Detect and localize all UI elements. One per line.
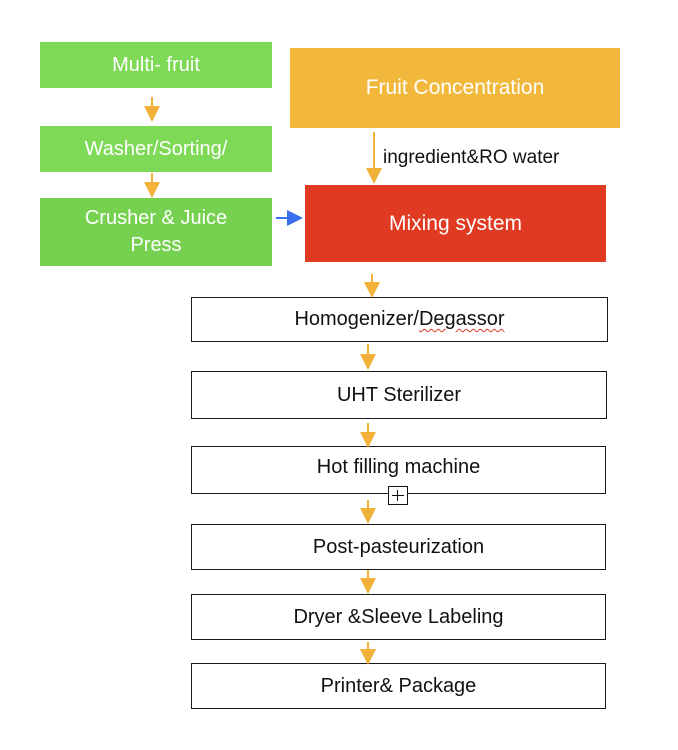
node-crusher-label-line2: Press xyxy=(130,234,182,256)
homogenizer-text: Homogenizer/ xyxy=(294,308,419,330)
node-multi-fruit: Multi- fruit xyxy=(40,42,272,88)
node-mixing-system: Mixing system xyxy=(305,185,606,262)
edge-label-ingredient-ro-water: ingredient&RO water xyxy=(383,147,560,168)
node-dryer-sleeve-labeling: Dryer &Sleeve Labeling xyxy=(191,594,606,640)
node-crusher-label-line1: Crusher & Juice xyxy=(84,207,228,229)
node-fruit-concentration: Fruit Concentration xyxy=(290,48,620,128)
node-hot-filling-label: Hot filling machine xyxy=(316,456,481,478)
node-post-pasteurization: Post-pasteurization xyxy=(191,524,606,570)
node-uht-sterilizer-label: UHT Sterilizer xyxy=(336,383,462,406)
node-washer-sorting: Washer/Sorting/ xyxy=(40,126,272,172)
connector-handle-plus-icon[interactable] xyxy=(388,486,408,505)
node-washer-sorting-label: Washer/Sorting/ xyxy=(84,137,228,160)
node-crusher-juice-press: Crusher & Juice Press xyxy=(40,198,272,266)
node-homogenizer-label: Homogenizer/Degassor xyxy=(294,308,504,331)
node-dryer-label: Dryer &Sleeve Labeling xyxy=(293,605,504,628)
node-uht-sterilizer: UHT Sterilizer xyxy=(191,371,607,419)
node-multi-fruit-label: Multi- fruit xyxy=(112,53,200,76)
node-printer-package: Printer& Package xyxy=(191,663,606,709)
node-post-pasteurization-label: Post-pasteurization xyxy=(312,535,485,558)
node-homogenizer-degassor: Homogenizer/Degassor xyxy=(191,297,608,342)
degassor-text: Degassor xyxy=(418,308,505,330)
node-printer-package-label: Printer& Package xyxy=(320,674,477,697)
node-mixing-system-label: Mixing system xyxy=(388,211,523,235)
node-fruit-concentration-label: Fruit Concentration xyxy=(365,76,545,99)
